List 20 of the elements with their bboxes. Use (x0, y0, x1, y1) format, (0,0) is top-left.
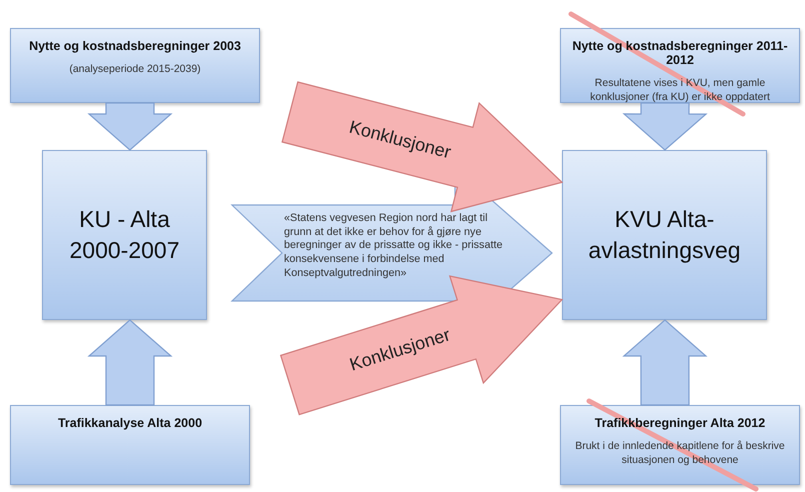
box-heading: Trafikkanalyse Alta 2000 (58, 416, 202, 430)
box-text: Brukt i de innledende kapitlene for å beskrive situasjonen og behovene (574, 439, 786, 468)
box-title: KU - Alta 2000-2007 (68, 204, 180, 265)
box-title: KVU Alta-avlastningsveg (587, 204, 742, 265)
box-heading: Nytte og kostnadsberegninger 2003 (29, 39, 241, 53)
process-box (562, 150, 767, 320)
box-text: (analyseperiode 2015-2039) (69, 62, 201, 76)
block-arrow (622, 319, 708, 406)
process-box (42, 150, 207, 320)
block-arrow (622, 102, 708, 151)
block-arrow (87, 319, 173, 406)
block-arrow (280, 275, 564, 416)
block-arrow (87, 102, 173, 151)
info-box (10, 405, 250, 485)
box-text: Resultatene vises i KVU, men gamle konklusjoner (fra KU) er ikke oppdatert (589, 76, 771, 104)
box-heading: Nytte og kostnadsberegninger 2011-2012 (571, 39, 789, 67)
block-arrow (281, 81, 564, 212)
info-box (10, 28, 260, 103)
quote-text: «Statens vegvesen Region nord har lagt til grunn at det ikke er behov for å gjøre nye beregninger av de prissatte og ikke - prissatte konsekvensene i forbindelse med Konseptvalgutredningen» (284, 212, 504, 281)
box-heading: Trafikkberegninger Alta 2012 (594, 416, 766, 430)
